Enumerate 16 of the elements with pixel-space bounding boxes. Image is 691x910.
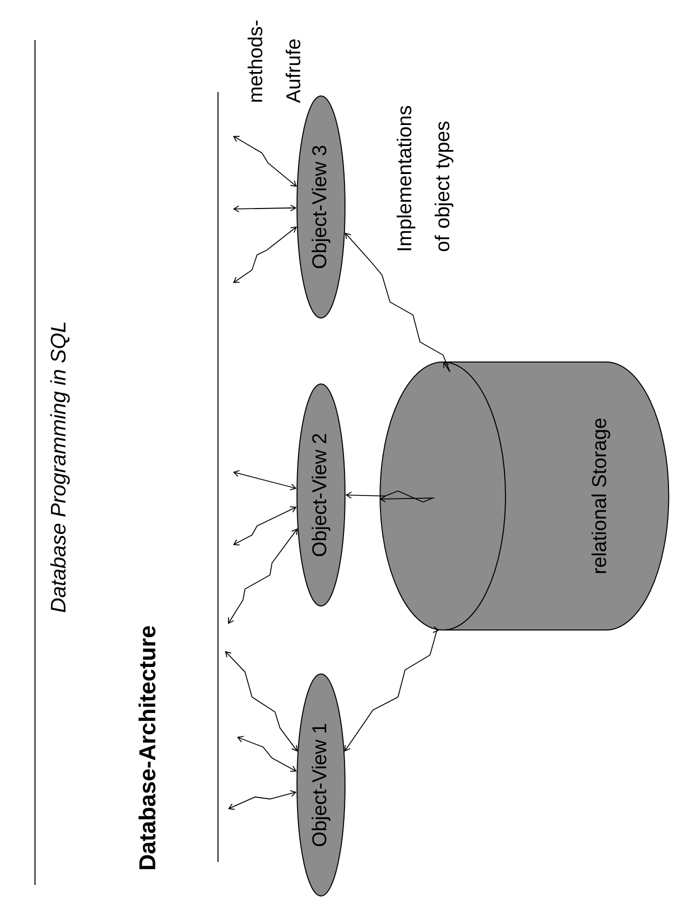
zigzag-arrow bbox=[344, 232, 450, 372]
zigzag-arrow bbox=[233, 506, 297, 546]
zigzag-arrow bbox=[225, 651, 298, 752]
zigzag-arrow bbox=[344, 626, 440, 752]
zigzag-arrow bbox=[233, 470, 297, 490]
zigzag-arrow bbox=[237, 736, 297, 772]
zigzag-arrow bbox=[233, 204, 296, 212]
zigzag-arrow bbox=[233, 226, 297, 283]
page-header: Database Programming in SQL bbox=[50, 322, 70, 612]
zigzag-arrow bbox=[228, 790, 297, 810]
annotation-text: Implementations of object types bbox=[396, 106, 454, 252]
zigzag-arrow bbox=[233, 136, 297, 187]
title: Database-Architecture bbox=[138, 626, 156, 870]
storage-cylinder: relational Storage bbox=[380, 362, 670, 630]
zigzag-arrow bbox=[228, 528, 298, 624]
zigzag-arrow bbox=[346, 490, 436, 502]
